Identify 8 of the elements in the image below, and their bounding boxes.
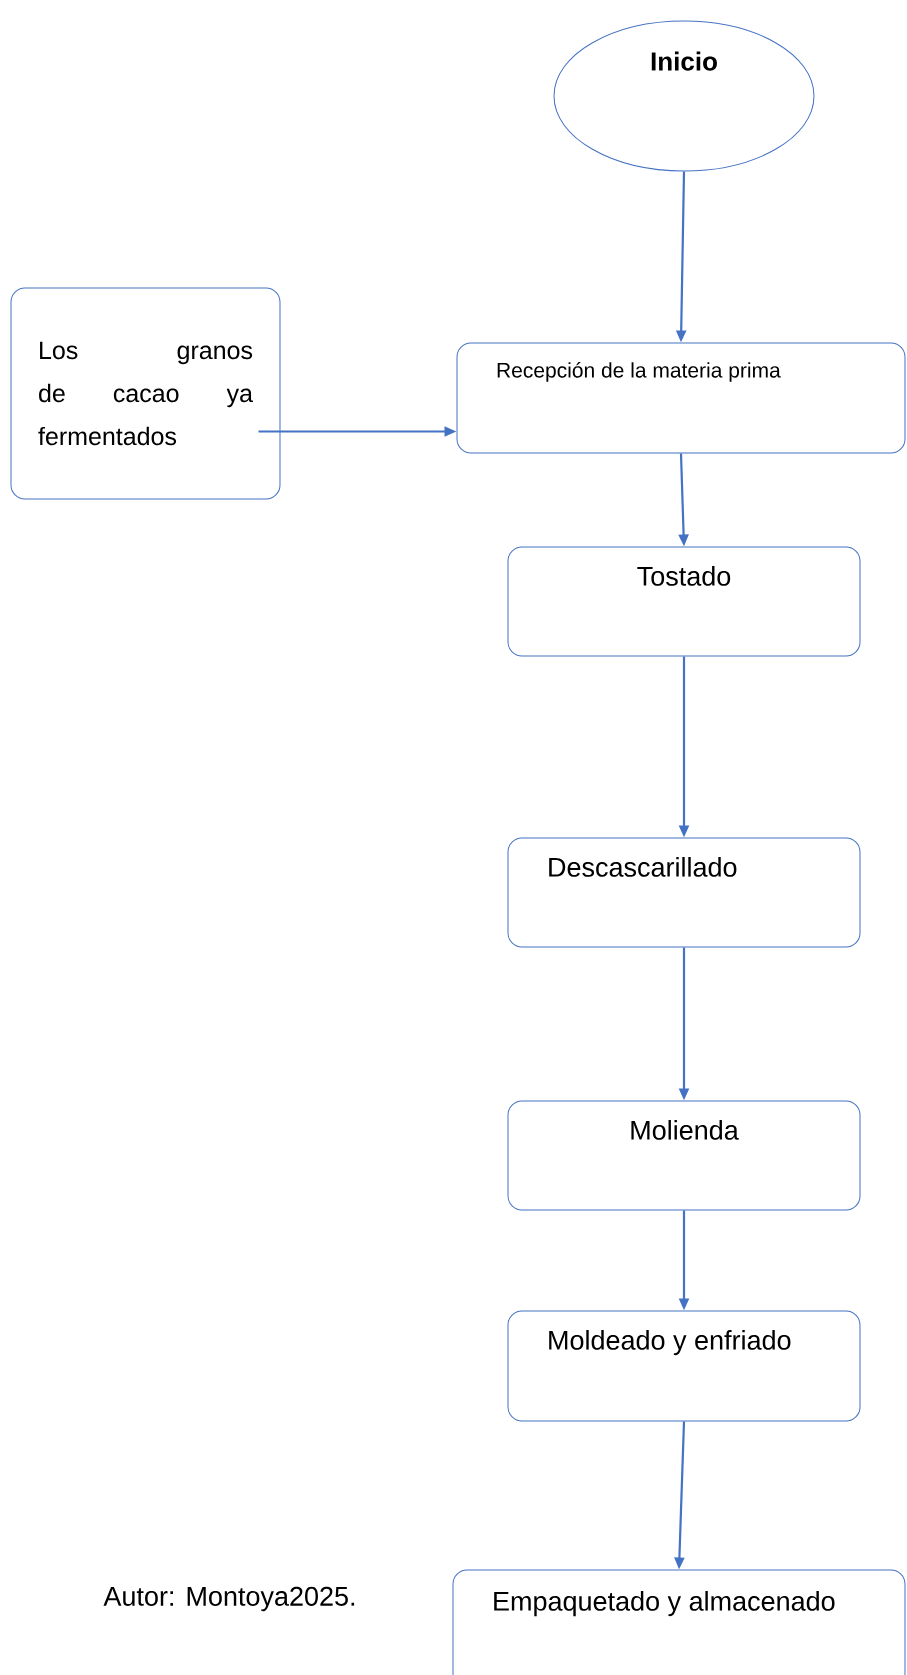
author-note: Autor: Montoya2025. [103,1586,355,1612]
process-box: Descascarillado [507,837,861,948]
process-box: Empaquetado y almacenado [452,1569,906,1675]
process-box: Moldeado y enfriado [507,1310,861,1422]
process-box: Los granos de cacao ya fermentados [10,287,281,500]
process-box: Molienda [507,1100,861,1211]
process-box: Tostado [507,546,861,657]
process-box: Recepción de la materia prima [456,342,906,454]
